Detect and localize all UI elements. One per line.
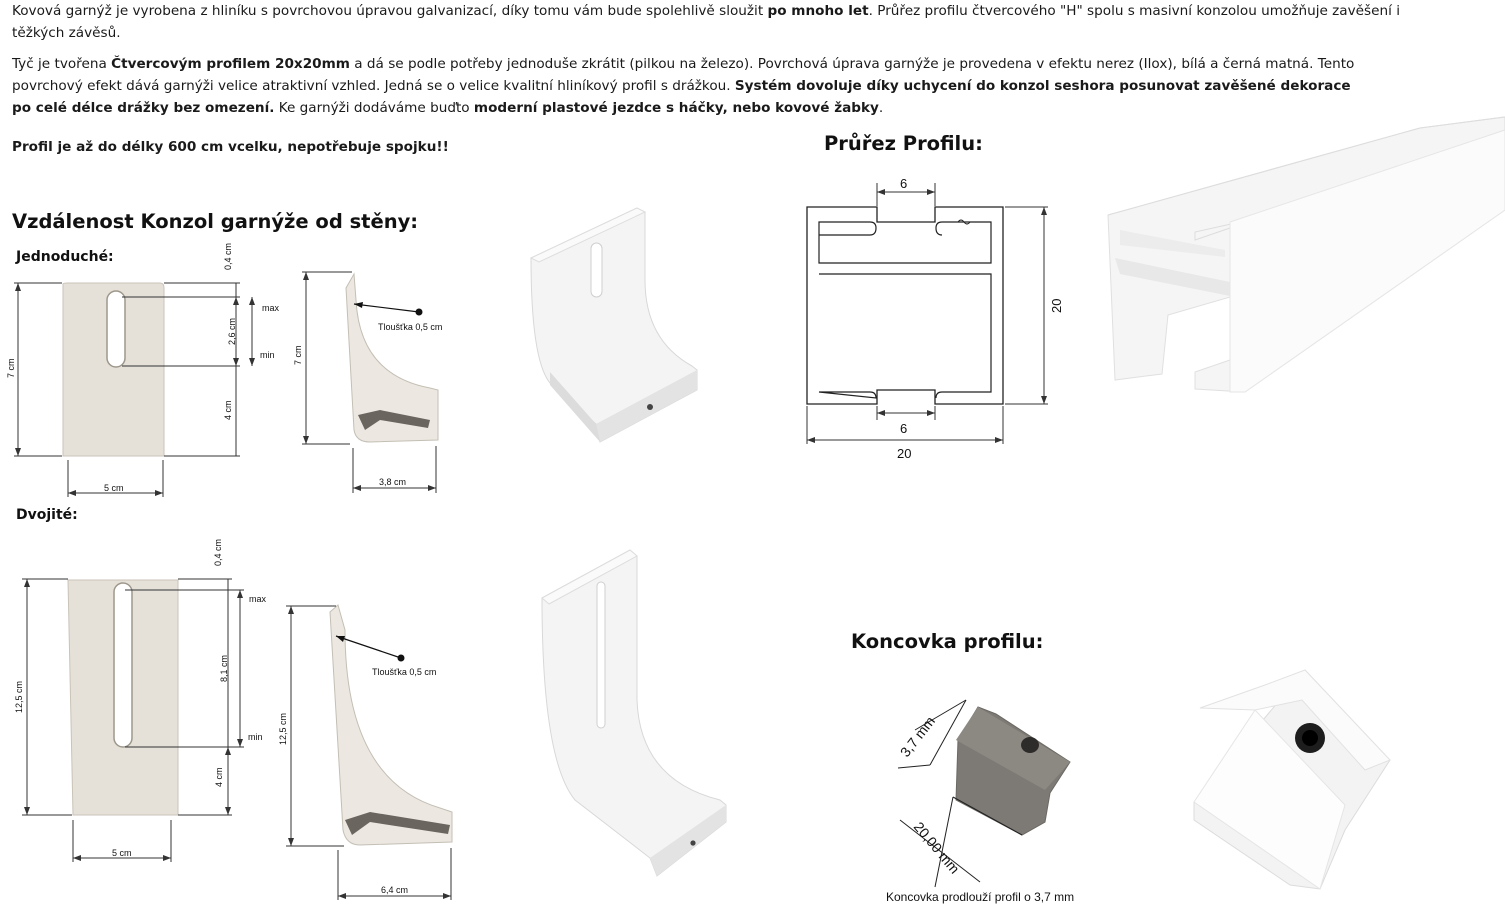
cross-section-heading: Průřez Profilu: <box>824 132 983 155</box>
double-max-label: max <box>249 594 267 604</box>
intro-p1-text-end: . Průřez profilu čtvercového "H" spolu s… <box>12 3 1400 41</box>
single-bracket-3d-image <box>529 207 698 443</box>
double-bracket-front-diagram: 0,4 cm 8,1 cm 4 cm 12,5 cm max min 5 cm <box>14 539 267 862</box>
intro-paragraph-2: Tyč je tvořena Čtvercovým profilem 20x20… <box>12 53 1362 119</box>
double-bottom-label: 4 cm <box>214 767 224 787</box>
intro-paragraph-1: Kovová garnýž je vyrobena z hliníku s po… <box>12 0 1402 44</box>
intro-p2-text-end: . <box>878 100 884 116</box>
intro-p2-bold-system: Systém dovoluje díky uchycení do konzol … <box>12 78 1351 116</box>
double-bracket-3d-image <box>541 549 727 877</box>
single-width-label: 5 cm <box>104 483 124 493</box>
single-bottom-label: 4 cm <box>223 400 233 420</box>
double-side-height-label: 12,5 cm <box>278 713 288 745</box>
single-top-label: 0,4 cm <box>223 243 233 270</box>
intro-p1-text: Kovová garnýž je vyrobena z hliníku s po… <box>12 3 768 19</box>
single-depth-label: 3,8 cm <box>379 477 406 487</box>
double-top-label: 0,4 cm <box>213 539 223 566</box>
profile-3d-image <box>1107 116 1505 393</box>
intro-p2-bold-accessories: moderní plastové jezdce s háčky, nebo ko… <box>473 100 879 116</box>
double-label: Dvojité: <box>16 507 78 523</box>
double-bracket-side-diagram: Tloušťka 0,5 cm 12,5 cm 6,4 cm <box>278 604 453 900</box>
profile-top-gap-label: 6 <box>900 176 907 191</box>
end-cap-caption: Koncovka prodlouží profil o 3,7 mm <box>886 890 1074 904</box>
single-side-height-label: 7 cm <box>293 345 303 365</box>
single-thickness-label: Tloušťka 0,5 cm <box>378 322 442 332</box>
double-height-label: 12,5 cm <box>14 681 24 713</box>
end-cap-grey-image: 3,7 mm 20,00 mm Koncovka prodlouží profi… <box>886 699 1074 904</box>
single-label: Jednoduché: <box>16 249 114 265</box>
intro-p2-bold-profile: Čtvercovým profilem 20x20mm <box>111 56 350 72</box>
single-slot-label: 2,6 cm <box>227 318 237 345</box>
profile-width-label: 20 <box>897 446 911 461</box>
profile-cross-section-diagram: 6 6 20 20 <box>806 176 1064 461</box>
double-thickness-label: Tloušťka 0,5 cm <box>372 667 436 677</box>
double-min-label: min <box>248 732 263 742</box>
single-height-label: 7 cm <box>6 358 16 378</box>
intro-p2-text-3: Ke garnýži dodáváme buďto <box>274 100 474 116</box>
single-min-label: min <box>260 350 275 360</box>
intro-paragraph-3: Profil je až do délky 600 cm vcelku, nep… <box>12 139 449 155</box>
intro-p1-bold: po mnoho let <box>767 3 869 19</box>
end-cap-heading: Koncovka profilu: <box>851 630 1044 653</box>
intro-p2-text-2: a dá se podle potřeby jednoduše zkrátit … <box>12 56 1355 94</box>
single-bracket-front-diagram: 0,4 cm 2,6 cm 4 cm 7 cm max min 5 cm <box>6 243 280 497</box>
single-max-label: max <box>262 303 280 313</box>
single-bracket-side-diagram: Tloušťka 0,5 cm 7 cm 3,8 cm <box>293 271 442 493</box>
double-depth-label: 6,4 cm <box>381 885 408 895</box>
distance-heading: Vzdálenost Konzol garnýže od stěny: <box>12 210 419 233</box>
double-slot-label: 8,1 cm <box>219 655 229 682</box>
profile-bottom-gap-label: 6 <box>900 421 907 436</box>
double-width-label: 5 cm <box>112 848 132 858</box>
profile-height-label: 20 <box>1049 299 1064 313</box>
intro-p2-text: Tyč je tvořena <box>12 56 112 72</box>
